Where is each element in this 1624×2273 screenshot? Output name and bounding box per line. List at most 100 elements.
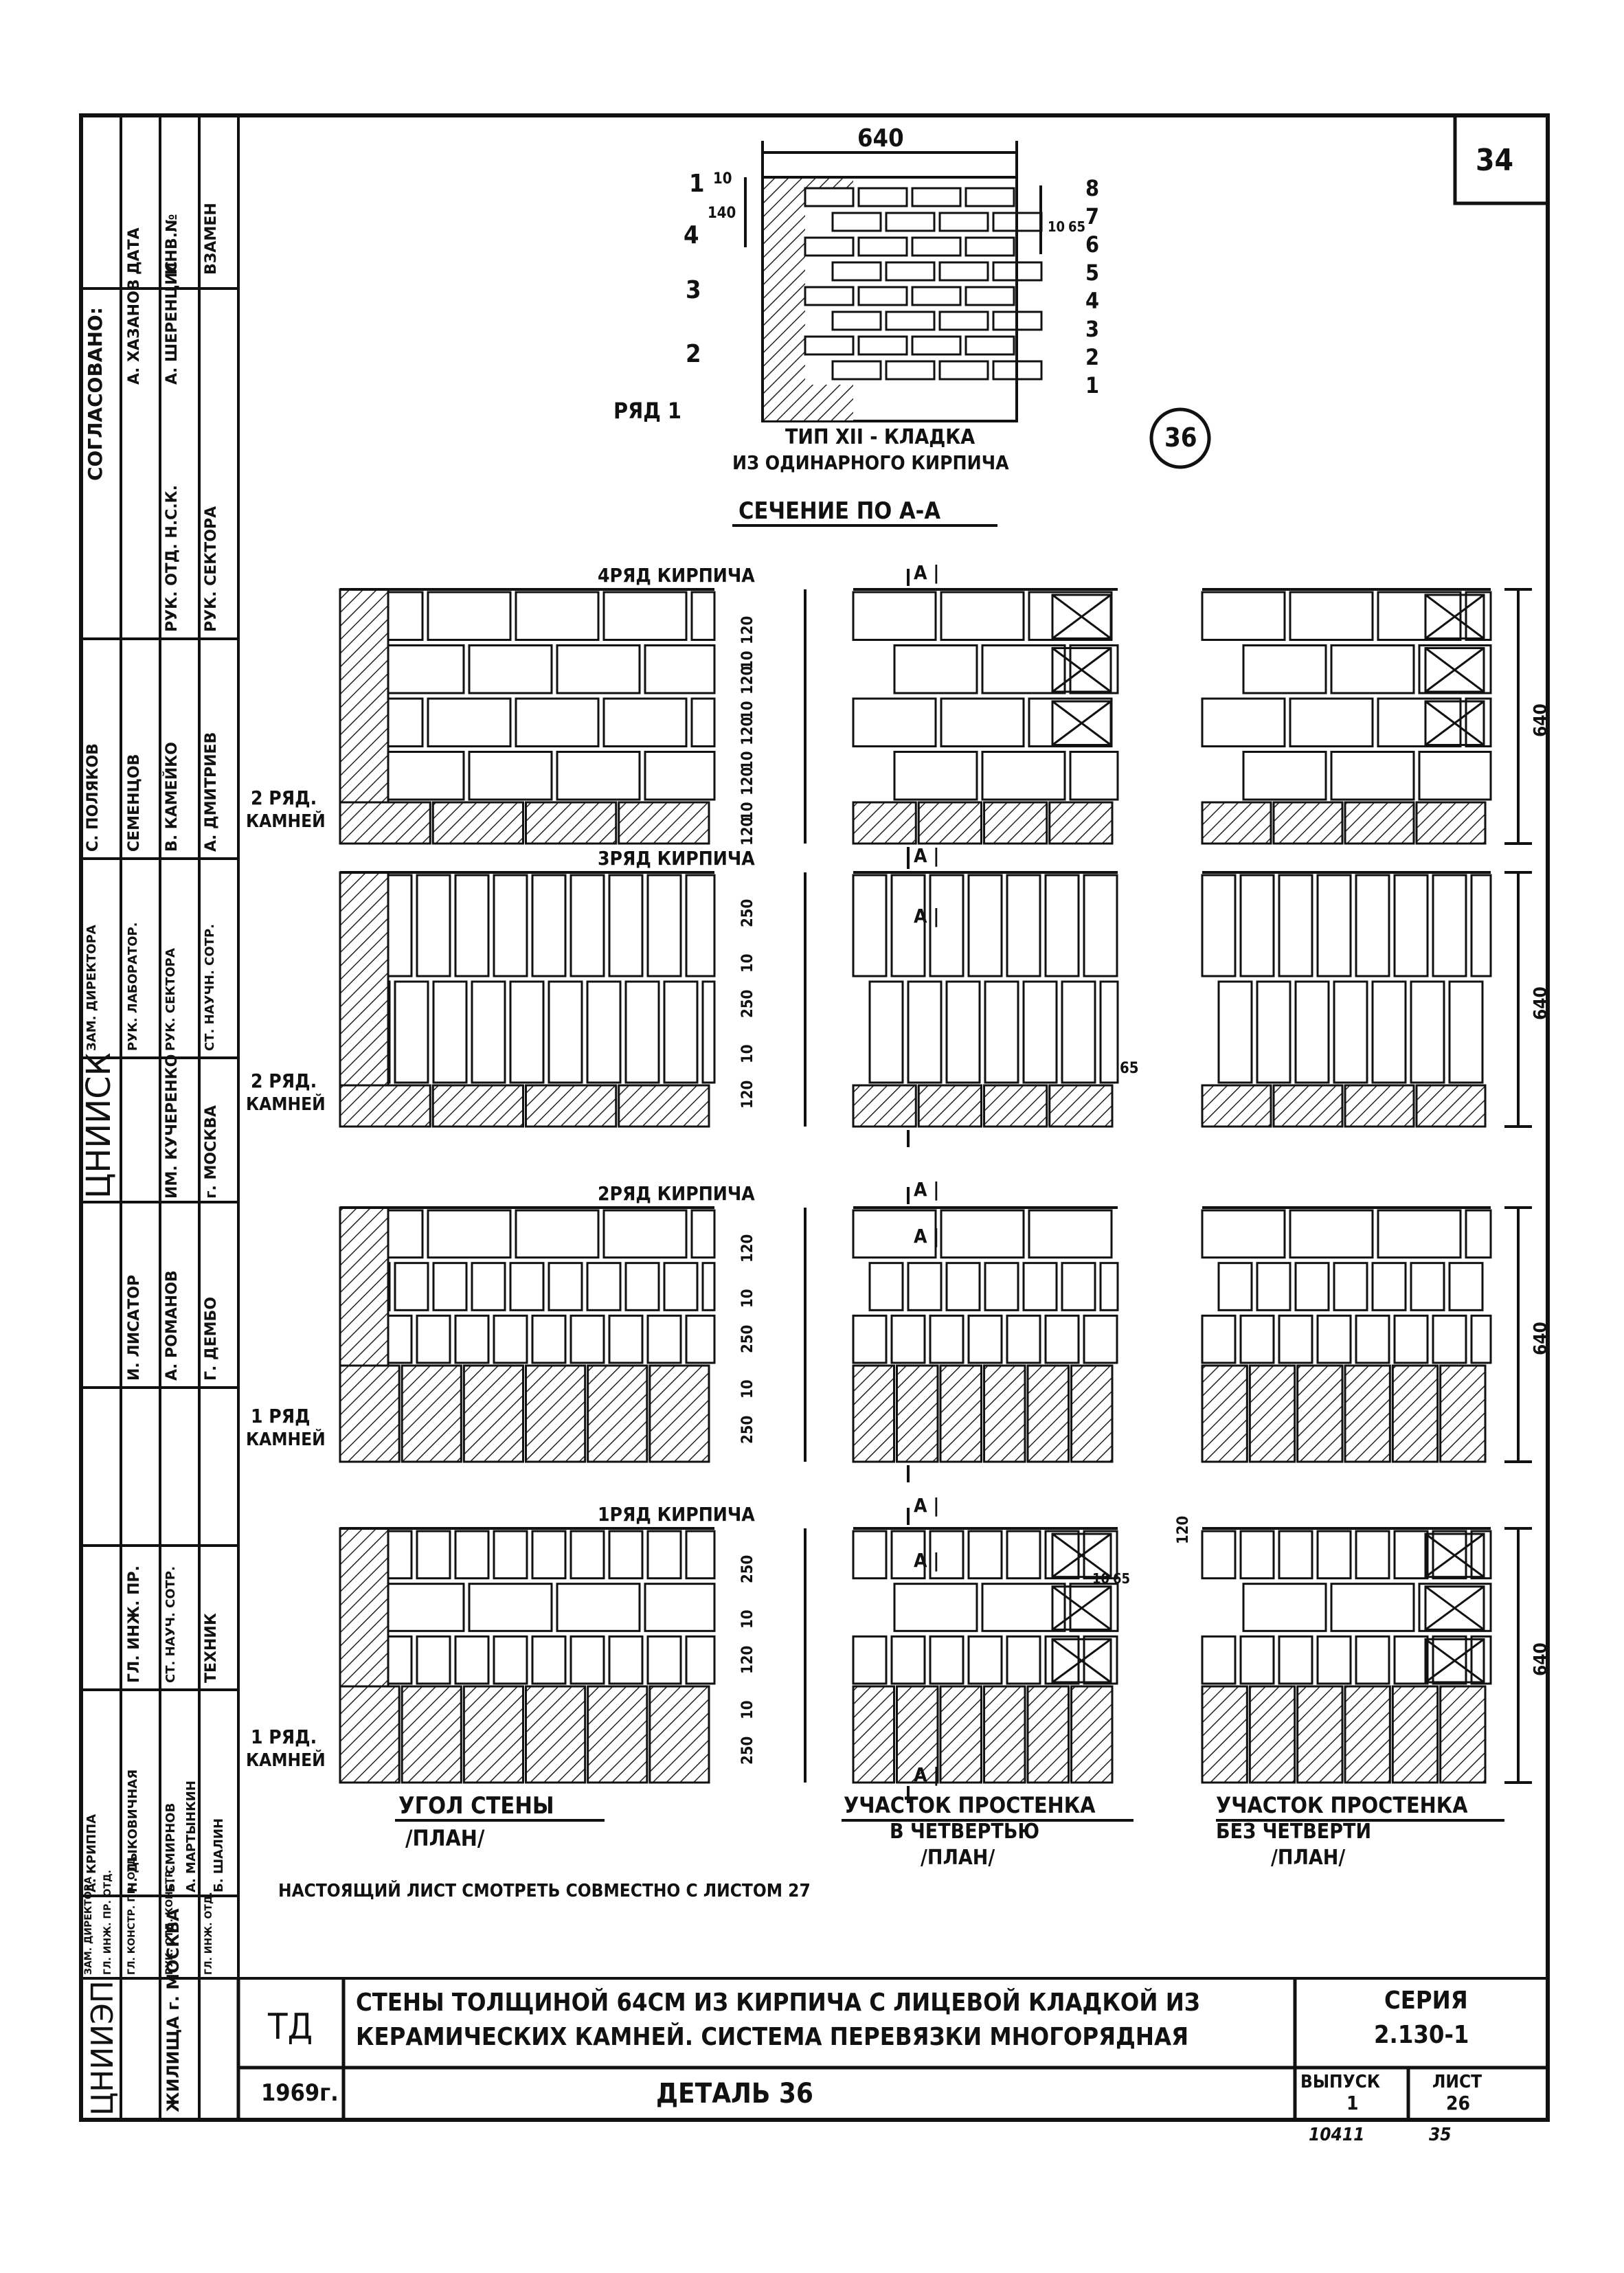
stamp-role5-4: РУК. ОТД. КОНСТР. [164,1866,175,1975]
section-title-line1: ТИП XII - КЛАДКА [785,425,975,449]
section-title-line2: ИЗ ОДИНАРНОГО КИРПИЧА [732,451,1009,474]
plan-view [1201,871,1532,1128]
detail-mark-number: 36 [1164,422,1197,453]
issue-value: 1 [1346,2092,1359,2114]
vertical-dimension: 250 [739,1554,756,1583]
vertical-dimension: 120 [739,615,756,644]
stamp-role4-2: СТ. НАУЧ. СОТР. [163,1566,178,1683]
section-mark-a: А | [914,1178,940,1201]
stamp-agreed: СОГЛАСОВАНО: [84,307,106,481]
stone-course-label: 1 РЯД [251,1405,311,1427]
stone-course-label: 2 РЯД. [251,1070,317,1092]
section-mark-a: А | [914,1549,940,1572]
section-right-row-number: 3 [1085,316,1100,342]
caption-corner-sub: /ПЛАН/ [405,1825,485,1851]
stamp-role2-2: РУК. ЛАБОРАТОР. [126,922,140,1051]
title-block-grid [236,1978,1548,2120]
section-row-label: РЯД 1 [613,398,681,424]
stamp-role1-2: РУК. СЕКТОРА [203,506,220,632]
stamp-agreed-name-1: А. ХАЗАНОВ [126,279,143,385]
section-left-row-1: 1 [689,170,705,198]
stamp-inst-city: г. МОСКВА [203,1105,220,1199]
stamp-role4-3: ТЕХНИК [203,1613,220,1683]
section-left-row-2: 2 [686,340,701,368]
caption-pier-q-sub: /ПЛАН/ [921,1846,995,1870]
section-left-row-3: 3 [686,276,701,304]
caption-pier-nq-line2: БЕЗ ЧЕТВЕРТИ [1216,1820,1372,1844]
caption-underlines [395,524,1504,1822]
stamp-inst: ЦНИИСК [80,1052,118,1199]
vertical-dimension: 250 [739,1736,756,1765]
stone-course-label: КАМНЕЙ [246,1094,326,1115]
section-right-row-number: 6 [1085,231,1100,258]
stamp-role3-3: Г. ДЕМБО [203,1296,220,1381]
caption-pier-nq-title: УЧАСТОК ПРОСТЕНКА [1216,1792,1468,1818]
brick-course-label: 3РЯД КИРПИЧА [598,847,755,870]
stamp-agreed-name-2: А. ШЕРЕНЦИС [163,261,181,385]
vertical-dimension: 250 [739,1415,756,1444]
plan-view [804,1508,1119,1803]
brick-course-label: 1РЯД КИРПИЧА [598,1503,755,1526]
stone-course-label: КАМНЕЙ [246,1429,326,1450]
stamp-role5-3: ГЛ. КОНСТР. ПР. ОТД. [126,1853,137,1976]
section-mark-a: А | [914,844,940,867]
stamp-role4-1: ГЛ. ИНЖ. ПР. [126,1565,143,1683]
stamp-replace: ВЗАМЕН [203,203,220,275]
vertical-dimension: 120 [739,1234,756,1263]
stone-course-label: 2 РЯД. [251,787,317,809]
pier-height-dimension: 640 [1531,986,1551,1020]
series-label: СЕРИЯ [1384,1987,1468,2015]
title-line1: СТЕНЫ ТОЛЩИНОЙ 64СМ ИЗ КИРПИЧА С ЛИЦЕВОЙ… [356,1989,1200,2017]
section-right-row-number: 8 [1085,175,1100,201]
stamp-role2-3: РУК. СЕКТОРА [163,948,178,1051]
stamp-role1-1: РУК. ОТД. Н.С.К. [163,484,181,632]
title-mark: ТД [268,2006,313,2048]
sheet-number-box [1453,113,1550,205]
section-mark-a: А | [914,1225,940,1247]
stamp-name1-4: А. ДМИТРИЕВ [203,732,220,852]
brick-course-label: 2РЯД КИРПИЧА [598,1182,755,1205]
vertical-dimension: 250 [739,1324,756,1353]
vertical-dimension: 120 [739,1080,756,1109]
section-mark-a: А | [914,905,940,927]
vertical-dimension: 250 [739,898,756,927]
vertical-dimension: 10 [739,1289,756,1308]
stamp-inst-sub: ИМ. КУЧЕРЕНКО [163,1054,181,1199]
series-value: 2.130-1 [1374,2021,1469,2049]
stamp-role3-2: А. РОМАНОВ [163,1270,181,1381]
section-right-row-number: 5 [1085,260,1100,286]
stamp-date: ДАТА [126,227,143,275]
section-width-dim: 640 [857,124,904,152]
bottom-page: 35 [1429,2125,1452,2145]
plan-view [1201,1206,1532,1463]
stamp-name4-4: А. МАРТЫНКИН [184,1780,199,1892]
plan-view [1201,1527,1532,1784]
plan-view [339,871,716,1128]
caption-pier-q-line2: В ЧЕТВЕРТЬЮ [890,1820,1040,1844]
stone-course-label: КАМНЕЙ [246,1750,326,1771]
stamp-name1-3: В. КАМЕЙКО [163,742,181,852]
stone-course-label: 1 РЯД. [251,1726,317,1748]
stamp-name4-5: Б. ШАЛИН [212,1818,226,1892]
stamp-role5-1: ЗАМ. ДИРЕКТОРА [83,1877,94,1975]
section-left-row-4: 4 [684,221,699,249]
section-aa-drawing [744,141,1043,422]
offset-dimension: 65 [1120,1060,1139,1077]
section-right-dim-10: 10 [1048,218,1065,235]
vertical-dimension: 10 [739,1044,756,1063]
plan-view [804,1187,1119,1482]
stamp-name1-1: С. ПОЛЯКОВ [84,743,102,852]
caption-pier-q-title: УЧАСТОК ПРОСТЕНКА [844,1792,1096,1818]
vertical-dimension: 250 [739,989,756,1018]
stamp-role5-2: ГЛ. ИНЖ. ПР. ОТД. [102,1870,113,1975]
vertical-dimension: 120 [739,666,756,695]
section-right-row-number: 4 [1085,288,1100,314]
plan-drawings [339,569,1532,1803]
archive-number: 10411 [1309,2125,1365,2145]
offset-dimension: 120 [1175,1515,1192,1544]
caption-pier-nq-sub: /ПЛАН/ [1271,1846,1346,1870]
org-logo: ЦНИИЭП [85,1980,120,2116]
stone-course-label: КАМНЕЙ [246,811,326,832]
stamp-role5-5: ГЛ. ИНЖ. ОТД. [203,1892,214,1975]
